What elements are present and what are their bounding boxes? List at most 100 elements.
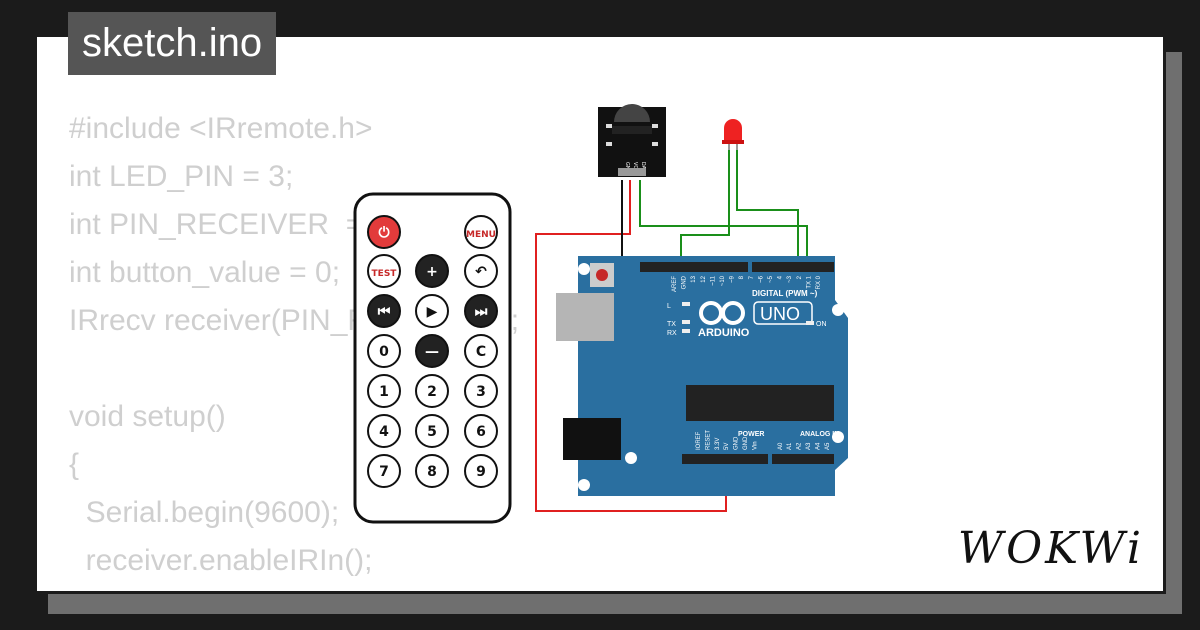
ir-remote[interactable]: ⏻ MENU TEST + ↶ ⏮ ▶ ⏭ 0 — C 1 2 3 4 5 6 7 8 9 [353,192,512,524]
code-line: int LED_PIN = 3; [69,160,294,193]
remote-button[interactable]: 5 [415,414,449,448]
remote-button[interactable]: 1 [367,374,401,408]
remote-button-label: 4 [379,424,389,440]
remote-button-next[interactable]: ⏭ [464,294,498,328]
pin-label: A0 [778,442,784,450]
header-top-right[interactable] [752,262,834,272]
remote-button[interactable]: 8 [415,454,449,488]
microcontroller-chip [686,385,834,421]
code-line: int button_value = 0; [69,256,341,289]
arduino-model: UNO [760,304,800,324]
pin-label: 5V [724,443,730,450]
ir-receiver[interactable]: GND VCC DAT [598,104,666,177]
pin-label: 8 [739,275,745,279]
next-icon: ⏭ [475,304,488,320]
pin-label: A3 [806,442,812,450]
digital-label: DIGITAL (PWM ~) [752,289,818,298]
red-led[interactable] [722,119,744,150]
pin-label: GND [734,436,740,450]
pin-label: A1 [787,442,793,450]
pin-label: ~3 [787,275,793,283]
header-top-left[interactable] [640,262,748,272]
code-line: { [69,448,80,481]
power-icon: ⏻ [378,225,389,241]
remote-button-label: 9 [476,464,486,480]
remote-button-label: 5 [427,424,437,440]
power-label: POWER [738,431,764,438]
remote-button-label: 1 [379,384,389,400]
led-label-tx: TX [667,321,676,328]
minus-icon: — [425,344,439,360]
back-icon: ↶ [475,264,487,280]
pin-label: RX 0 [816,275,822,289]
usb-port [556,293,614,341]
remote-button-minus[interactable]: — [415,334,449,368]
pin-label: 4 [778,275,784,279]
ir-pin-dat: DAT [640,162,646,172]
power-jack [563,418,621,460]
remote-button-label: MENU [466,230,496,240]
pin-label: A5 [825,442,831,450]
remote-button-label: C [476,344,486,360]
pin-label: GND [682,275,688,289]
remote-button-label: 0 [379,344,389,360]
code-line: void setup() [69,400,226,433]
remote-button[interactable]: 2 [415,374,449,408]
pin-label: A4 [815,442,821,450]
led-label-rx: RX [667,330,677,337]
remote-button[interactable]: MENU [464,215,498,249]
on-label: ON [816,321,827,328]
pin-label: 7 [749,275,755,279]
remote-button[interactable]: 7 [367,454,401,488]
analog-label: ANALOG IN [800,431,839,438]
remote-buttons: ⏻ MENU TEST + ↶ ⏮ ▶ ⏭ 0 — C 1 2 3 4 5 6 7 8 9 [367,215,498,488]
pin-label: Vin [752,441,758,450]
remote-button-label: 3 [476,384,486,400]
wire-vcc-red [535,180,727,512]
pin-label: ~9 [730,275,736,283]
remote-button-power[interactable]: ⏻ [367,215,401,249]
remote-button-plus[interactable]: + [415,254,449,288]
ir-pin-gnd: GND [624,162,630,174]
remote-button[interactable]: 0 [367,334,401,368]
remote-button-label: 7 [379,464,389,480]
pin-label: 13 [691,275,697,282]
remote-button-label: 8 [427,464,437,480]
wire-led-green [680,148,730,266]
remote-button-play[interactable]: ▶ [415,294,449,328]
remote-button[interactable]: C [464,334,498,368]
code-line: #include <IRremote.h> [69,112,373,145]
wire-dat-green [639,180,808,266]
header-analog[interactable] [772,454,834,464]
prev-icon: ⏮ [378,304,391,320]
pin-label: ~11 [710,275,716,285]
pin-label: ~10 [720,275,726,286]
file-title: sketch.ino [68,12,277,75]
ir-pin-vcc: VCC [632,162,638,173]
remote-button[interactable]: 4 [367,414,401,448]
remote-button[interactable]: 9 [464,454,498,488]
remote-button-back[interactable]: ↶ [464,254,498,288]
remote-button[interactable]: 3 [464,374,498,408]
code-line: receiver.enableIRIn(); [69,544,373,577]
remote-button[interactable]: 6 [464,414,498,448]
remote-button-prev[interactable]: ⏮ [367,294,401,328]
pin-label: 2 [797,275,803,279]
led-label-l: L [667,303,671,310]
header-power[interactable] [682,454,768,464]
wokwi-logo: WOKWi [957,523,1144,574]
remote-button[interactable]: TEST [367,254,401,288]
play-icon: ▶ [427,304,438,320]
remote-button-label: 6 [476,424,486,440]
pin-label: RESET [705,430,711,450]
arduino-uno[interactable]: ARDUINO UNO DIGITAL (PWM ~) POWER ANALOG… [556,256,848,496]
arduino-brand: ARDUINO [698,327,750,339]
pin-label: IOREF [696,431,702,450]
remote-button-label: TEST [372,269,398,279]
pin-label: ~5 [768,275,774,283]
code-line: Serial.begin(9600); [69,496,340,529]
pin-label: AREF [672,276,678,292]
